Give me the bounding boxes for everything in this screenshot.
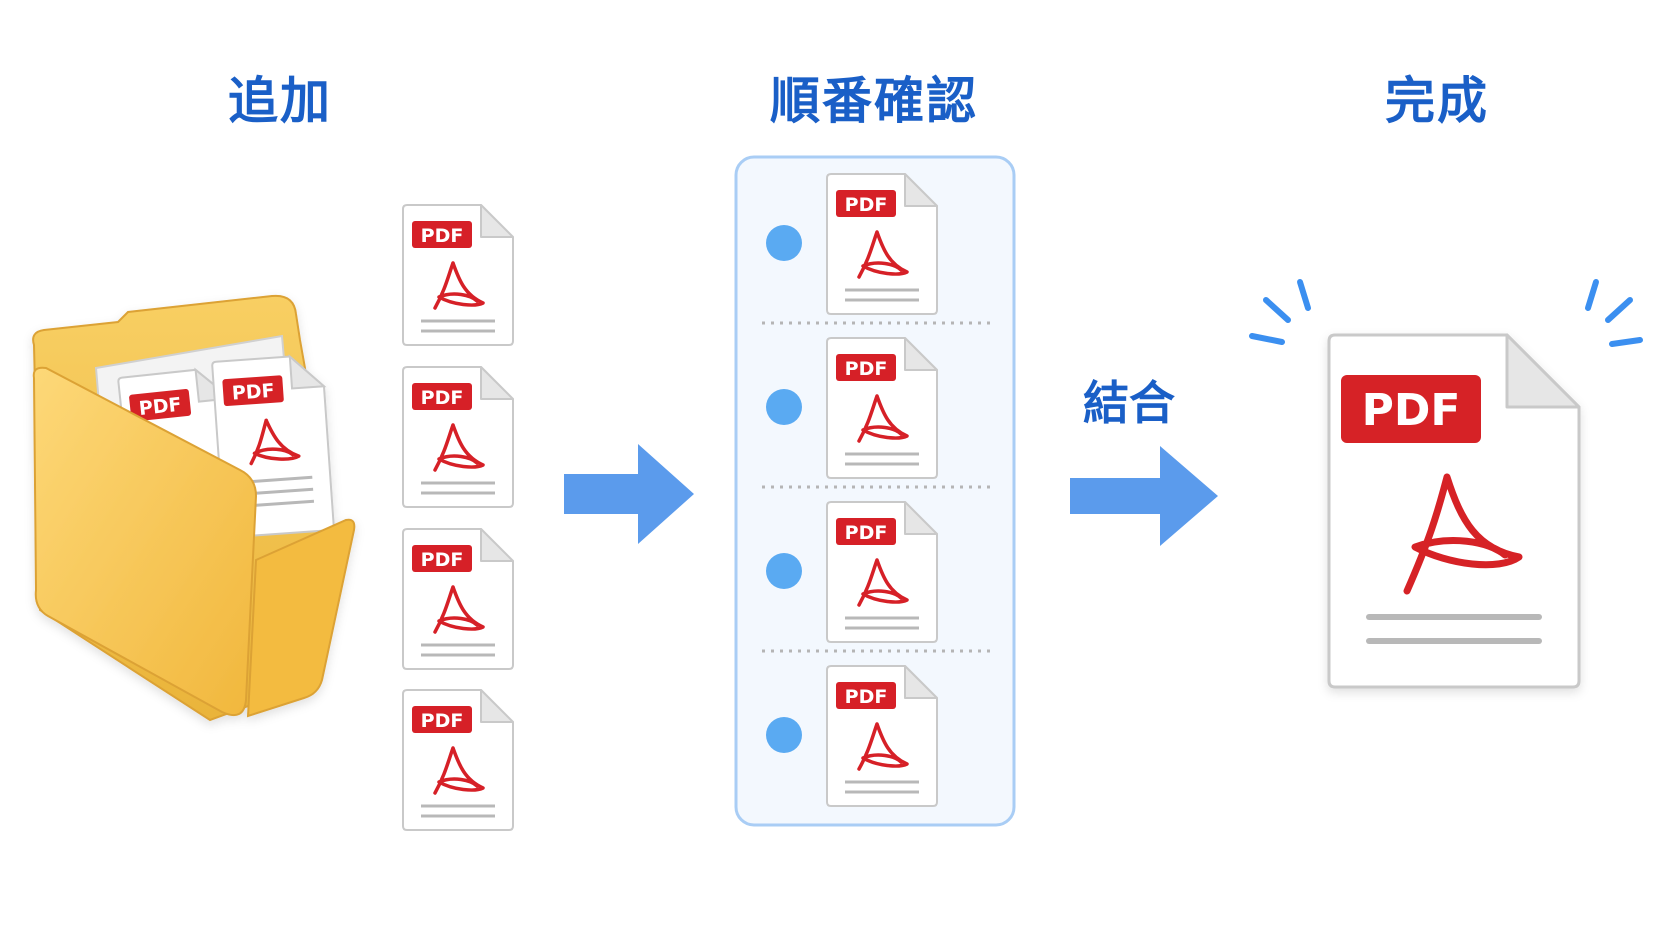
ordered-file-item: PDF [766,664,939,808]
step-title-complete: 完成 [1385,72,1489,130]
pdf-file-icon: PDF [825,500,939,644]
step-title-add: 追加 [228,72,332,130]
folder-icon: PDF PDF [32,294,356,722]
merged-pdf-file-icon: PDF [1327,333,1581,689]
pdf-file-icon: PDF [401,527,515,671]
ordered-file-item: PDF [766,336,939,480]
pdf-file-icon: PDF [401,688,515,832]
ordered-file-item: PDF [766,500,939,644]
order-dot [766,225,802,261]
pdf-label: PDF [231,380,275,405]
arrow-right-icon [1070,446,1218,546]
pdf-label: PDF [421,387,464,409]
pdf-file-icon: PDF [401,365,515,509]
pdf-file-icon: PDF [401,203,515,347]
ordered-file-item: PDF [766,172,939,316]
pdf-file-icon: PDF [825,336,939,480]
input-pdf-list: PDF PDF PDF PDF [401,203,515,832]
pdf-label: PDF [421,225,464,247]
pdf-label: PDF [421,710,464,732]
pdf-label: PDF [421,549,464,571]
pdf-label: PDF [845,194,888,216]
pdf-file-icon: PDF [825,664,939,808]
pdf-label: PDF [1362,385,1461,436]
sparkle-lines-icon [1249,279,1643,347]
arrow-right-icon [564,444,694,544]
step-title-order-check: 順番確認 [770,72,978,130]
order-dot [766,717,802,753]
pdf-label: PDF [138,394,183,420]
order-check-panel: PDF PDF PDF PDF [734,155,1016,827]
order-dot [766,553,802,589]
merge-label: 結合 [1083,376,1175,430]
pdf-label: PDF [845,686,888,708]
order-dot [766,389,802,425]
pdf-label: PDF [845,522,888,544]
pdf-file-icon: PDF [825,172,939,316]
pdf-label: PDF [845,358,888,380]
